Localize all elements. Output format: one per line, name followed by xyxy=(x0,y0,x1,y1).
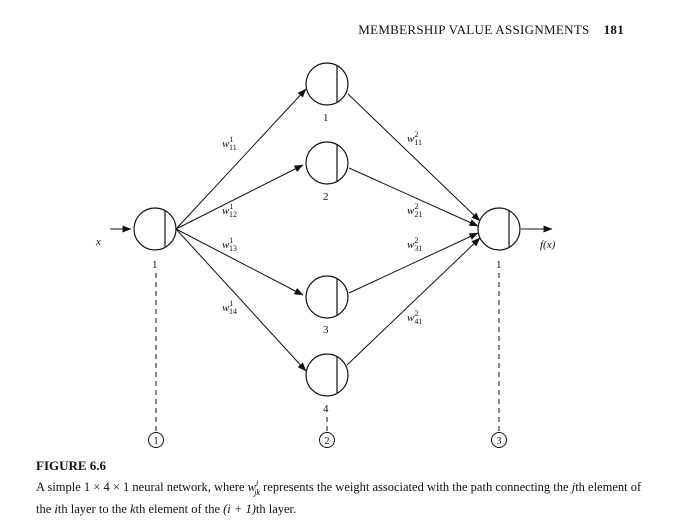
edge-out-2 xyxy=(348,167,479,227)
output-neuron xyxy=(477,207,521,251)
output-node-label: 1 xyxy=(496,259,502,271)
edge-out-4 xyxy=(346,237,481,366)
hidden-neuron-4 xyxy=(305,353,349,397)
figure-caption: FIGURE 6.6 A simple 1 × 4 × 1 neural net… xyxy=(36,458,642,517)
layer-marker-label-2: 2 xyxy=(325,436,330,447)
input-neuron xyxy=(133,207,177,251)
layer-marker-label-1: 1 xyxy=(154,436,159,447)
layer-marker-1: 1 xyxy=(148,432,164,448)
edge-in-4 xyxy=(175,228,307,372)
output-label: f(x) xyxy=(540,239,556,251)
edge-out-1 xyxy=(347,93,481,222)
neural-network-diagram: x f(x) 1 1 2 3 4 1 xyxy=(95,62,556,448)
input-label: x xyxy=(95,236,101,248)
input-node-label: 1 xyxy=(152,259,158,271)
hidden-node-label-2: 2 xyxy=(323,191,329,203)
layer-marker-label-3: 3 xyxy=(497,436,502,447)
caption-text: A simple 1 × 4 × 1 neural network, where… xyxy=(36,479,642,516)
hidden-node-label-3: 3 xyxy=(323,324,329,336)
figure-title: FIGURE 6.6 xyxy=(36,458,107,473)
hidden-node-label-1: 1 xyxy=(323,112,329,124)
hidden-neuron-3 xyxy=(305,275,349,319)
running-head: MEMBERSHIP VALUE ASSIGNMENTS 181 xyxy=(358,22,624,38)
running-title: MEMBERSHIP VALUE ASSIGNMENTS xyxy=(358,22,590,37)
hidden-neuron-2 xyxy=(305,141,349,185)
edge-out-3 xyxy=(348,232,479,294)
layer-marker-2: 2 xyxy=(319,432,335,448)
edge-in-2 xyxy=(175,164,304,230)
page-number: 181 xyxy=(603,22,624,37)
edge-in-1 xyxy=(175,88,307,230)
hidden-node-label-4: 4 xyxy=(323,403,329,415)
layer-marker-3: 3 xyxy=(491,432,507,448)
edge-in-3 xyxy=(175,228,304,296)
hidden-neuron-1 xyxy=(305,62,349,106)
